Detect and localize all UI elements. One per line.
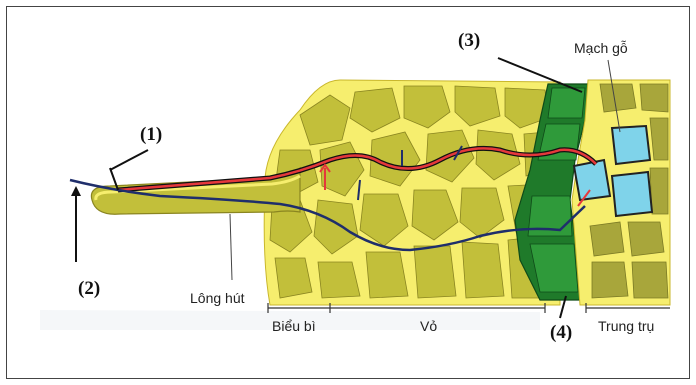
pointer-1 [110, 150, 148, 170]
pointer-2-head [71, 186, 81, 196]
label-pathway-2: (2) [78, 278, 100, 300]
label-cortex: Vỏ [420, 318, 437, 334]
label-xylem: Mạch gỗ [574, 40, 628, 56]
label-pathway-1: (1) [140, 124, 162, 146]
label-stele: Trung trụ [598, 318, 654, 334]
label-pathway-4: (4) [550, 322, 572, 344]
xylem-vessel-2 [574, 160, 610, 200]
label-root-hair: Lông hút [190, 290, 245, 306]
xylem-vessel-3 [612, 172, 652, 216]
label-epidermis: Biểu bì [272, 318, 316, 334]
pointer-root-hair [230, 214, 232, 280]
label-pathway-3: (3) [458, 30, 480, 52]
xylem-vessel-1 [612, 126, 650, 164]
